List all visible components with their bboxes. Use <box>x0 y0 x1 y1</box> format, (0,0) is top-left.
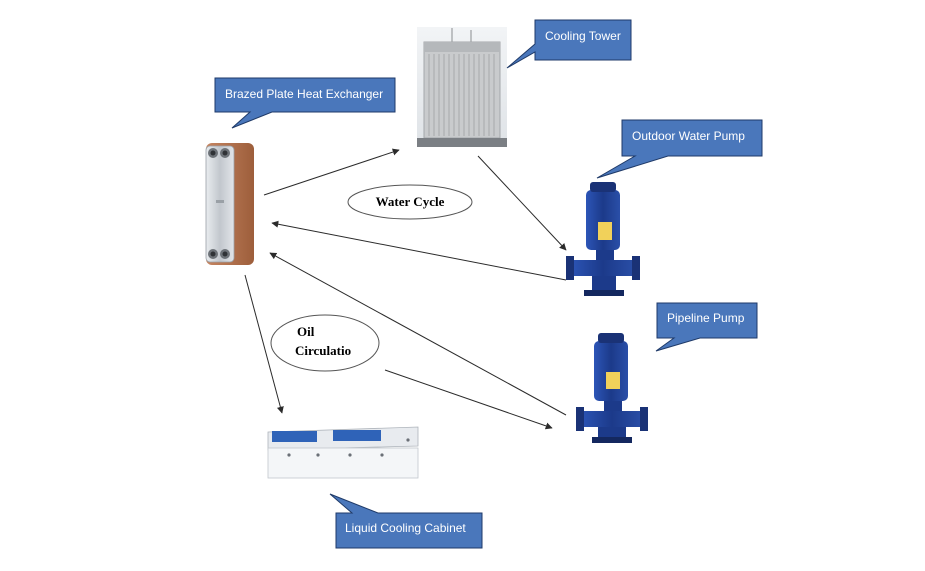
water-pump-icon <box>566 182 640 296</box>
callout-pipeline-pump-label: Pipeline Pump <box>667 311 745 325</box>
cooling-tower-icon <box>417 27 507 147</box>
oil-circulation-label-line1: Oil <box>297 324 315 339</box>
oil-circulation-label-line2: Circulatio <box>295 343 351 358</box>
oil-circulation-ellipse: Oil Circulatio <box>270 314 380 372</box>
water-cycle-label: Water Cycle <box>376 194 445 209</box>
arrow-exchanger-to-tower <box>263 148 400 196</box>
callout-cabinet: Liquid Cooling Cabinet <box>329 493 483 549</box>
callout-brazed-plate-label: Brazed Plate Heat Exchanger <box>225 87 383 101</box>
callout-pipeline-pump: Pipeline Pump <box>655 302 758 352</box>
arrow-tower-to-outdoor-pump <box>477 155 567 251</box>
arrow-oil-to-pipeline-pump <box>384 369 553 430</box>
arrow-pipeline-pump-to-exchanger <box>269 252 567 416</box>
callout-brazed-plate: Brazed Plate Heat Exchanger <box>214 77 396 129</box>
callout-outdoor-pump-label: Outdoor Water Pump <box>632 129 745 143</box>
arrow-outdoor-pump-to-exchanger <box>271 220 567 281</box>
pipeline-pump-icon <box>576 333 648 443</box>
arrow-exchanger-to-cabinet <box>244 274 284 414</box>
cooling-cabinet-icon <box>267 426 419 479</box>
water-cycle-ellipse: Water Cycle <box>347 184 473 220</box>
callout-cooling-tower: Cooling Tower <box>506 19 632 69</box>
plate-heat-exchanger-icon <box>205 143 254 265</box>
callout-cabinet-label: Liquid Cooling Cabinet <box>345 521 466 535</box>
callout-outdoor-pump: Outdoor Water Pump <box>596 119 763 179</box>
flow-arrows <box>244 148 567 430</box>
callout-cooling-tower-label: Cooling Tower <box>545 29 621 43</box>
